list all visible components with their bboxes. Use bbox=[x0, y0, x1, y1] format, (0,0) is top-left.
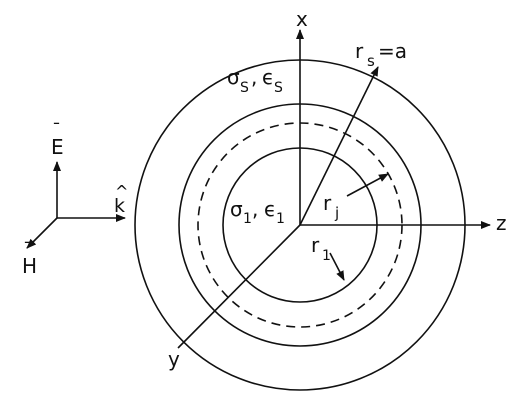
svg-text:S: S bbox=[240, 80, 249, 96]
outer-radius-label: r s =a bbox=[355, 39, 407, 70]
svg-text:H: H bbox=[22, 254, 37, 278]
layer-radius-arrow bbox=[346, 173, 389, 197]
layer-radius-label: r j bbox=[323, 191, 339, 222]
svg-text:=a: =a bbox=[378, 39, 407, 63]
core-radius-label: r 1 bbox=[311, 233, 331, 264]
core-material-label: σ 1 , ϵ 1 bbox=[230, 197, 285, 227]
h-field-label: ¯ H bbox=[22, 239, 37, 278]
svg-text:1: 1 bbox=[243, 211, 252, 227]
svg-text:k: k bbox=[114, 195, 125, 217]
y-axis-line bbox=[177, 224, 301, 349]
y-axis-label: y bbox=[168, 347, 180, 371]
x-axis-label: x bbox=[296, 7, 308, 31]
svg-text:¯: ¯ bbox=[52, 120, 61, 141]
outer-radius-arrow bbox=[299, 66, 379, 226]
svg-text:r: r bbox=[311, 233, 320, 257]
svg-text:σ: σ bbox=[230, 197, 243, 221]
e-field-label: ¯ E bbox=[51, 120, 64, 159]
h-field-arrow bbox=[26, 217, 58, 249]
z-axis-label: z bbox=[496, 211, 507, 235]
svg-text:1: 1 bbox=[322, 248, 331, 264]
svg-text:r: r bbox=[355, 39, 364, 63]
svg-text:ϵ: ϵ bbox=[262, 65, 274, 89]
svg-text:σ: σ bbox=[227, 65, 240, 89]
k-vector-label: ^ k bbox=[114, 182, 128, 217]
shell-material-label: σ S , ϵ S bbox=[227, 65, 283, 96]
svg-text:E: E bbox=[51, 135, 64, 159]
svg-text:^: ^ bbox=[115, 182, 128, 201]
svg-text:j: j bbox=[334, 204, 339, 222]
svg-text:S: S bbox=[274, 80, 283, 96]
svg-text:1: 1 bbox=[276, 211, 285, 227]
svg-text:r: r bbox=[323, 191, 332, 215]
svg-text:,: , bbox=[252, 197, 258, 221]
svg-text:¯: ¯ bbox=[23, 239, 32, 260]
svg-text:s: s bbox=[367, 52, 375, 70]
core-radius-arrow bbox=[329, 252, 345, 281]
svg-text:ϵ: ϵ bbox=[264, 197, 276, 221]
svg-text:,: , bbox=[251, 65, 257, 89]
